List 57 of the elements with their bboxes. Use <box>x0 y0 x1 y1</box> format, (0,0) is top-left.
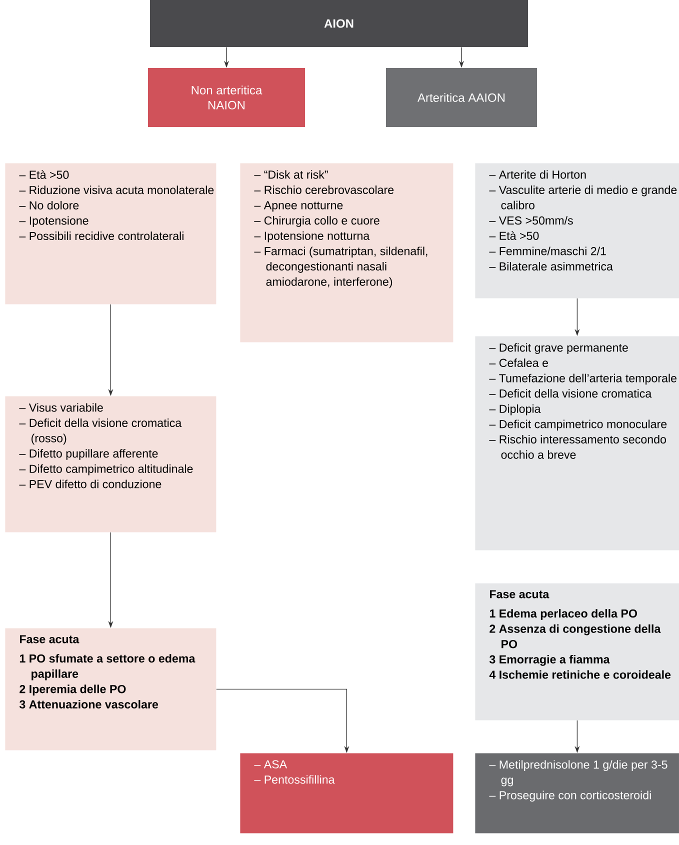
list-item: – No dolore <box>19 200 79 210</box>
heading: Fase acuta <box>490 590 550 598</box>
heading: Fase acuta <box>20 635 80 644</box>
list-item: – Arterite di Horton <box>489 170 586 179</box>
list-item: 3 Emorragie a fiamma <box>489 654 610 666</box>
list-item: – Chirurgia collo e cuore <box>254 216 380 227</box>
treatment-box <box>475 753 679 834</box>
list-item: – Età >50 <box>19 170 69 179</box>
list-item: – Diplopia <box>489 404 541 416</box>
list-item: – Visus variabile <box>19 403 103 412</box>
list-item: – Deficit della visione cromatica <box>489 389 652 398</box>
list-item: – VES >50mm/s <box>489 216 573 225</box>
title-bar <box>150 0 528 47</box>
list-item: 2 Assenza di congestione della PO <box>490 624 661 648</box>
list-item: – Possibili recidive controlaterali <box>19 232 184 240</box>
list-item: 3 Attenuazione vascolare <box>19 700 158 708</box>
list-item: – “Disk at risk” <box>254 170 328 179</box>
list-item: – Bilaterale asimmetrica <box>489 262 613 271</box>
list-item: – Deficit campimetrico monoculare <box>489 420 667 431</box>
list-box <box>475 583 679 720</box>
list-item: – Proseguire con corticosteroidi <box>489 790 651 802</box>
list-item: 1 Edema perlaceo della PO <box>490 609 637 620</box>
list-item: 1 PO sfumate a settore o edema papillare <box>20 654 196 680</box>
list-item: 4 Ischemie retiniche e coroideale <box>489 670 671 679</box>
list-item: – Pentossifillina <box>254 775 335 784</box>
list-item: 2 Iperemia delle PO <box>20 684 126 696</box>
list-box <box>5 396 216 532</box>
list-item: – ASA <box>254 760 288 768</box>
box-label: AION <box>324 19 354 28</box>
list-item: – Rischio interessamento secondo occhio a breve <box>489 435 666 459</box>
list-item: – Femmine/maschi 2/1 <box>489 246 606 256</box>
category-box <box>148 68 305 127</box>
list-item: – Deficit della visione cromatica (rosso) <box>19 418 182 445</box>
list-item: – Metilprednisolone 1 g/die per 3-5 gg <box>489 760 668 786</box>
list-item: – Difetto pupillare afferente <box>19 449 158 460</box>
category-box <box>386 68 537 127</box>
list-item: – Farmaci (sumatriptan, sildenafil, decongestionanti nasali amiodarone, interferone) <box>254 246 428 288</box>
list-item: – Ipotensione <box>19 216 88 228</box>
list-box <box>475 163 679 298</box>
list-box <box>5 628 216 750</box>
list-item: – Età >50 <box>489 231 539 240</box>
list-item: – Vasculite arterie di medio e grande calibro <box>489 186 677 210</box>
list-item: – PEV difetto di conduzione <box>19 480 162 488</box>
list-box <box>475 336 679 550</box>
box-label: Non arteritica NAION <box>192 86 262 110</box>
list-item: – Rischio cerebrovascolare <box>254 186 394 194</box>
list-item: – Deficit grave permanente <box>489 343 628 354</box>
box-label: Arteritica AAION <box>418 93 505 102</box>
list-item: – Difetto campimetrico altitudinale <box>19 464 193 476</box>
list-item: – Riduzione visiva acuta monolaterale <box>19 186 214 194</box>
list-item: – Ipotensione notturna <box>254 231 370 242</box>
treatment-box <box>240 753 454 834</box>
list-box <box>240 163 454 342</box>
list-item: – Apnee notturne <box>254 201 343 212</box>
list-item: – Tumefazione dell’arteria temporale <box>489 374 676 385</box>
list-item: – Cefalea e <box>489 358 548 368</box>
list-box <box>5 163 216 304</box>
